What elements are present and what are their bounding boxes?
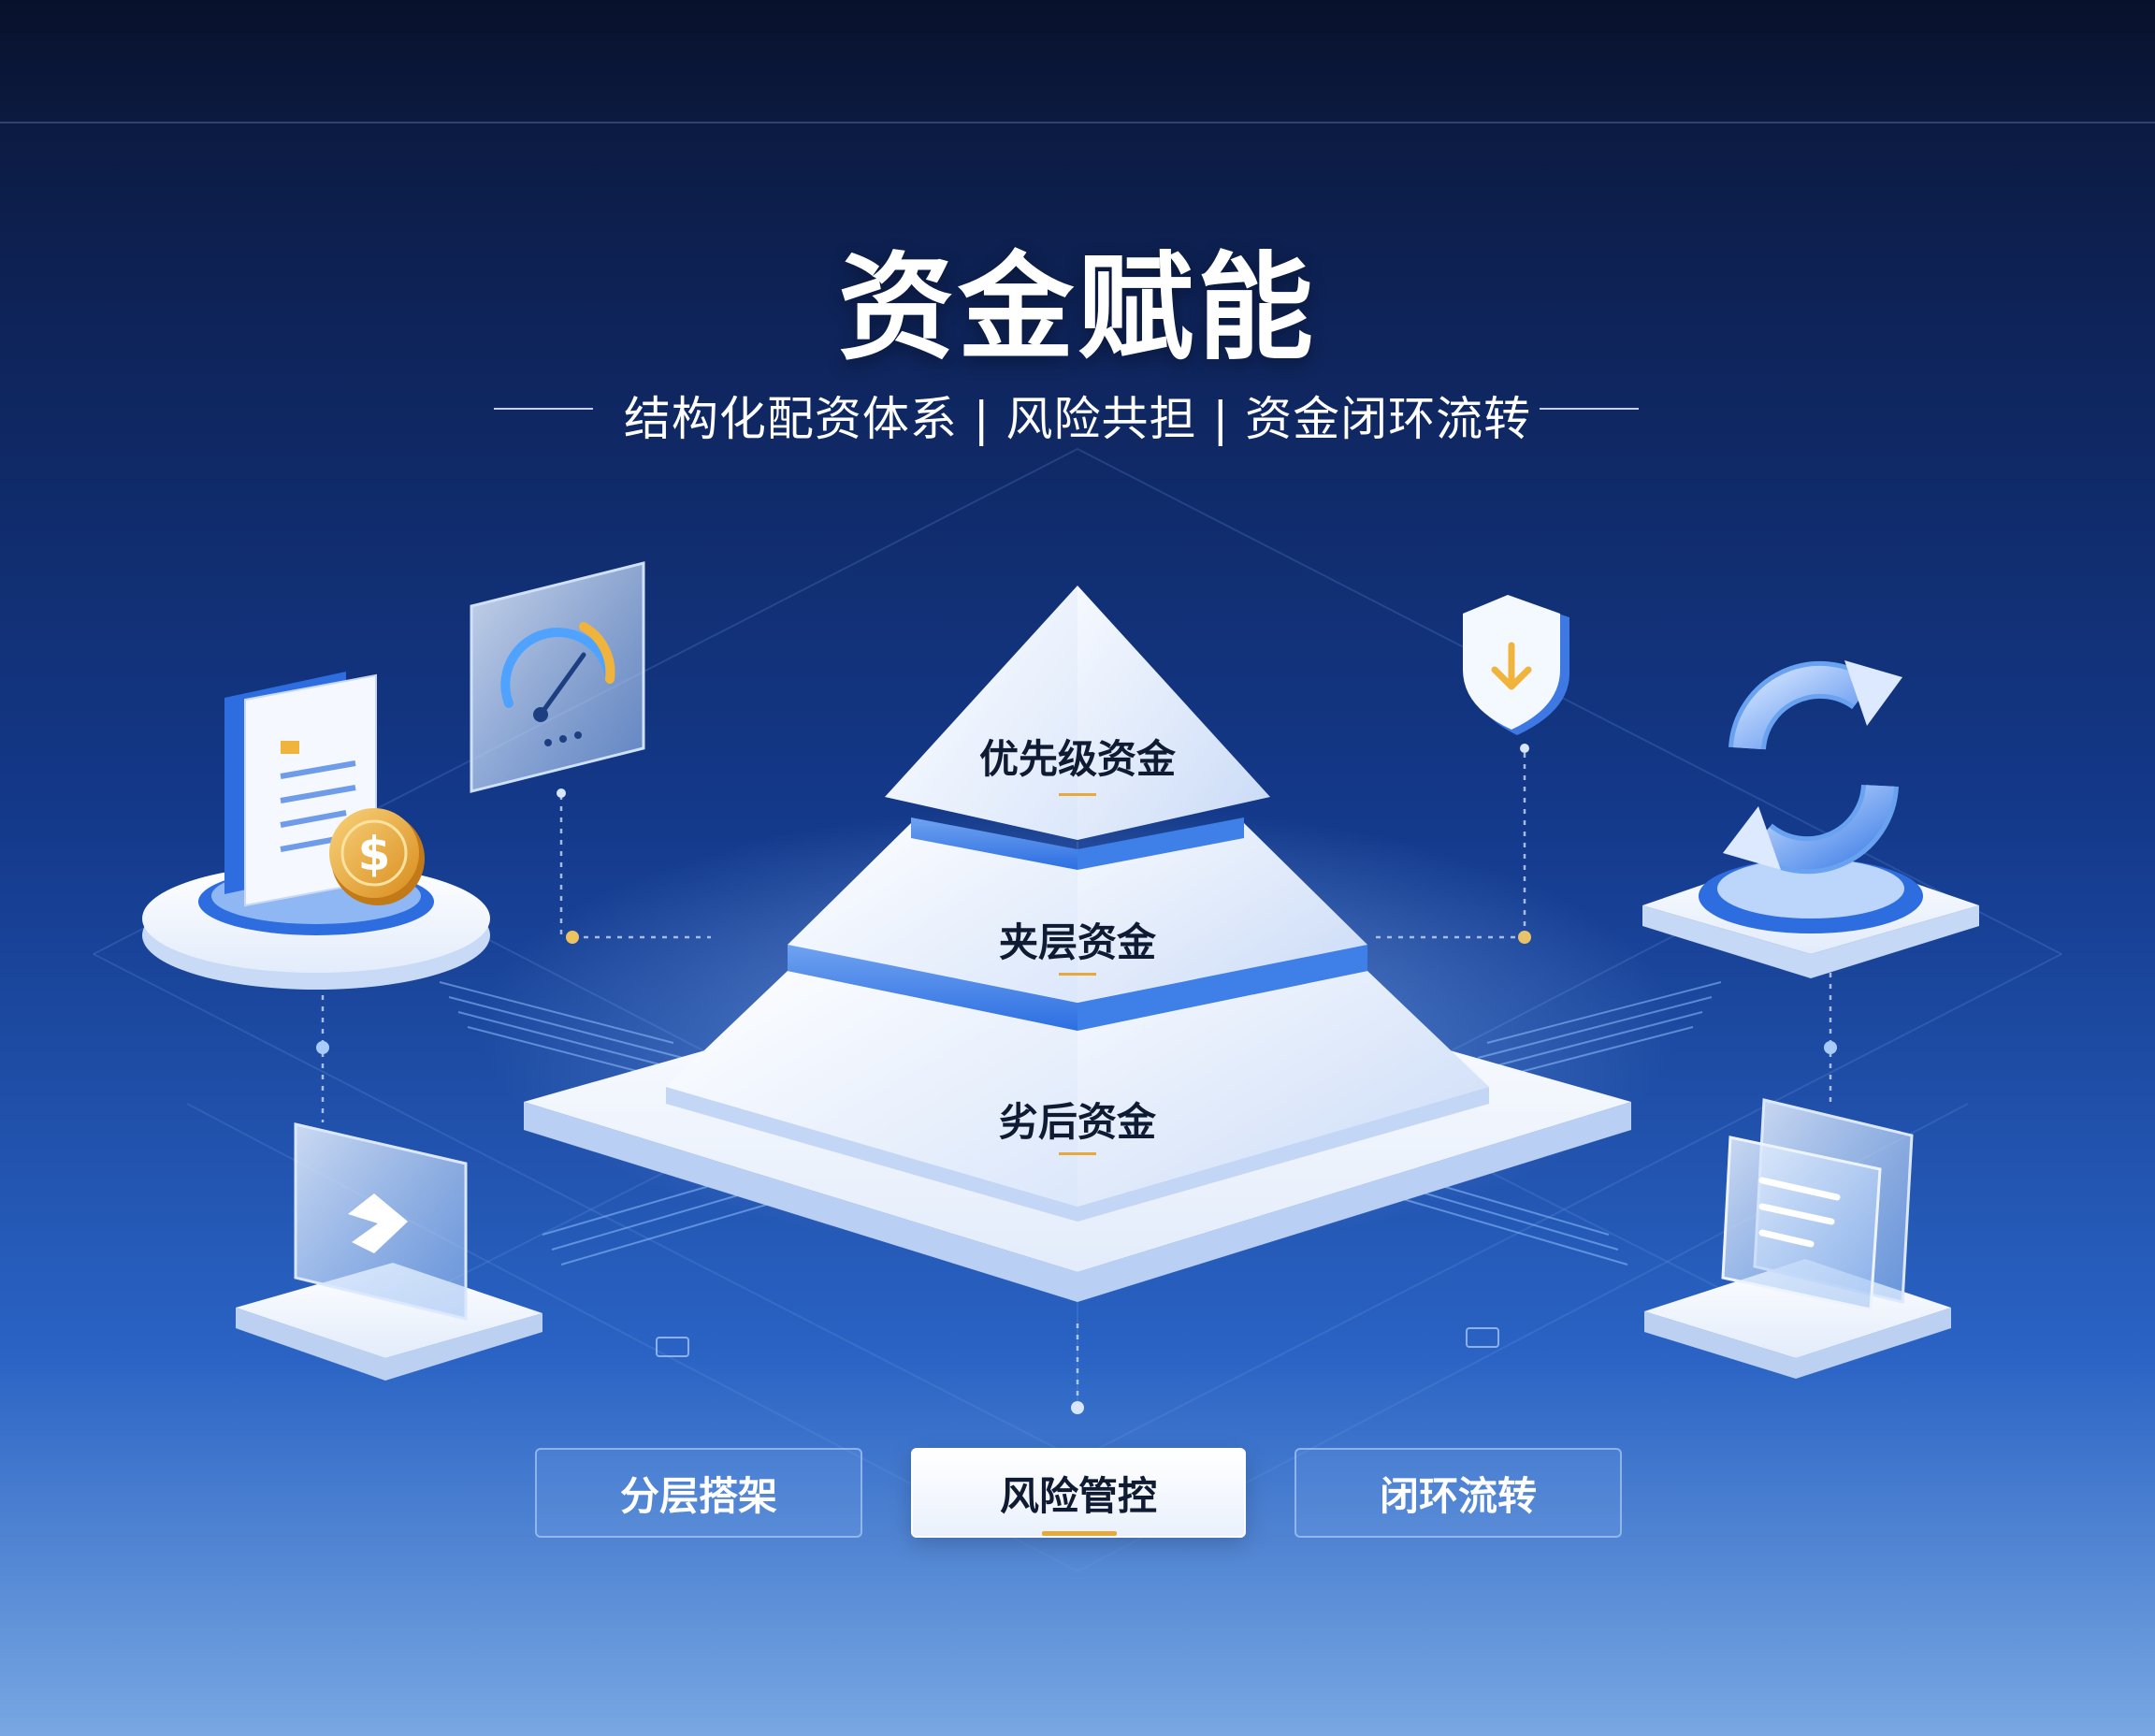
pyramid-band-upper [911, 817, 1244, 870]
top-bar [0, 0, 2155, 123]
closed-loop-label: 闭环流转 [1379, 1472, 1537, 1519]
speedometer-icon [470, 561, 645, 793]
pyramid-tier-top [885, 586, 1270, 840]
refresh-cycle-icon [1723, 660, 1902, 875]
tier-label-subordinate: 劣后资金 [998, 1099, 1156, 1145]
closed-loop-button[interactable]: 闭环流转 [1294, 1448, 1622, 1538]
risk-control-button[interactable]: 风险管控 [911, 1448, 1246, 1538]
shield-download-icon [1463, 595, 1569, 735]
tier-tick-subordinate [1059, 1152, 1096, 1155]
subtitle-divider-right [1540, 408, 1639, 410]
tier-label-mezzanine: 夹层资金 [998, 919, 1156, 965]
arrow-panel-platform [236, 1263, 542, 1381]
layered-structure-button[interactable]: 分层搭架 [535, 1448, 862, 1538]
pyramid-tier-bottom [666, 971, 1489, 1222]
forward-arrow-panel-icon [294, 1122, 468, 1321]
pyramid-tier-middle [788, 823, 1367, 1003]
subtitle-divider-left [494, 408, 593, 410]
coin-dollar-symbol: $ [358, 827, 391, 881]
text-lines-panel-icon [1721, 1098, 1914, 1311]
page-subtitle: 结构化配资体系 | 风险共担 | 资金闭环流转 [623, 392, 1532, 446]
tier-tick-mezzanine [1059, 973, 1096, 976]
active-tab-indicator [1042, 1531, 1117, 1536]
page-title: 资金赋能 [837, 241, 1317, 376]
document-coin-icon: $ [224, 672, 425, 907]
risk-control-label: 风险管控 [999, 1472, 1157, 1519]
layered-structure-label: 分层搭架 [619, 1472, 777, 1519]
circuit-chips [656, 1327, 1499, 1357]
pyramid-band-lower [788, 945, 1367, 1031]
tier-tick-senior [1059, 793, 1096, 796]
refresh-platform [1642, 847, 1979, 978]
tier-label-senior: 优先级资金 [978, 736, 1176, 782]
